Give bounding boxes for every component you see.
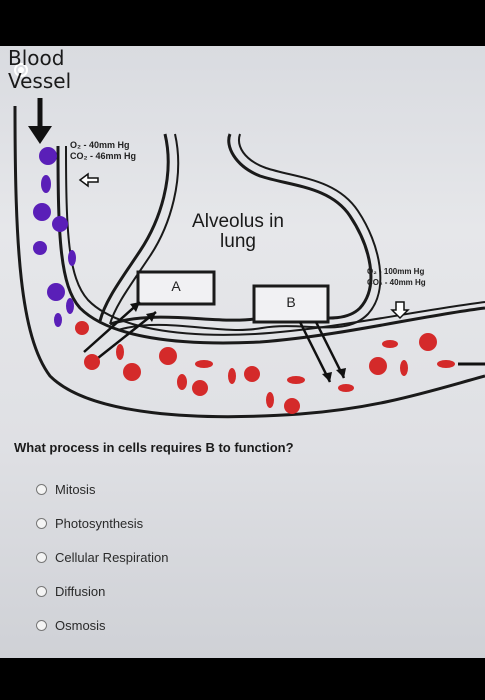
box-b-label: B [286, 294, 296, 310]
blood-cell [382, 340, 398, 348]
radio-button[interactable] [36, 517, 47, 529]
option-mitosis[interactable]: Mitosis [36, 472, 168, 506]
blood-cell [437, 360, 455, 368]
camera-icon [14, 63, 28, 77]
vessel-lower-wall [13, 105, 485, 419]
co2-rich-cells [33, 147, 76, 327]
arrow-to-a-1-head [130, 302, 140, 312]
blood-cell [287, 376, 305, 384]
gas-right-o2: O₂ - 100mm Hg [367, 267, 425, 276]
gas-readout-right: O₂ - 100mm Hg CO₂ - 40mm Hg [367, 266, 426, 288]
box-a [136, 270, 216, 306]
blood-cell [338, 384, 354, 392]
alveolus-sac-inner [117, 133, 382, 331]
co2-exit-arrow-icon [78, 172, 99, 188]
alveolus-left-wall-outer [98, 133, 170, 322]
blood-cell [84, 354, 100, 370]
alveolus-left-wall-inner [109, 133, 180, 325]
alveolus-label-line2: lung [220, 231, 256, 252]
blood-cell [75, 321, 89, 335]
blood-cell [266, 392, 274, 408]
radio-button[interactable] [36, 551, 47, 563]
radio-button[interactable] [36, 585, 47, 597]
blood-cell [116, 344, 124, 360]
blood-cell [39, 147, 57, 165]
gas-left-o2: O₂ - 40mm Hg [70, 140, 130, 150]
arrow-from-b-1-head [322, 372, 332, 382]
arrow-to-a-1 [83, 301, 141, 353]
gas-right-co2: CO₂ - 40mm Hg [367, 278, 426, 287]
blood-cell [33, 203, 51, 221]
option-label: Osmosis [55, 617, 106, 633]
blood-cell [54, 313, 62, 327]
blood-cell [47, 283, 65, 301]
arrow-from-b-1 [298, 321, 332, 383]
blood-cell [41, 175, 51, 193]
option-photosynthesis[interactable]: Photosynthesis [36, 506, 168, 540]
blood-cell [52, 216, 68, 232]
vessel-title-line2: Vessel [8, 69, 72, 93]
option-cellular-respiration[interactable]: Cellular Respiration [36, 540, 168, 574]
box-a-label: A [171, 278, 181, 294]
vessel-title-line1: Blood [8, 46, 65, 70]
option-label: Diffusion [55, 583, 106, 599]
arrow-to-a-2 [97, 311, 157, 359]
screen-content: Blood Vessel O₂ - 40mm Hg CO₂ - 46mm Hg … [0, 46, 485, 658]
blood-cell [244, 366, 260, 382]
blood-cell [228, 368, 236, 384]
arrow-from-b-2-head [336, 368, 346, 378]
gas-left-co2: CO₂ - 46mm Hg [70, 151, 137, 161]
alveolus-label-line1: Alveolus in [192, 211, 284, 232]
radio-button[interactable] [36, 619, 47, 631]
blood-cell [195, 360, 213, 368]
blood-cell [369, 357, 387, 375]
diagram-drawing [13, 98, 485, 419]
arrow-to-a-2-head [146, 312, 156, 322]
alveolus-diagram: Blood Vessel O₂ - 40mm Hg CO₂ - 46mm Hg … [0, 46, 485, 446]
alveolus-sac-outer [109, 133, 373, 326]
o2-rich-cells [75, 321, 455, 414]
answer-options: Mitosis Photosynthesis Cellular Respirat… [36, 472, 168, 642]
blood-cell [33, 241, 47, 255]
blood-cell [284, 398, 300, 414]
blood-cell [177, 374, 187, 390]
option-diffusion[interactable]: Diffusion [36, 574, 168, 608]
blood-cell [419, 333, 437, 351]
box-b [252, 284, 330, 324]
radio-button[interactable] [36, 483, 47, 495]
question-text: What process in cells requires B to func… [14, 440, 294, 455]
blood-cell [400, 360, 408, 376]
option-label: Cellular Respiration [55, 549, 169, 565]
bottom-bezel [0, 658, 485, 700]
option-osmosis[interactable]: Osmosis [36, 608, 168, 642]
option-label: Photosynthesis [55, 515, 144, 531]
o2-entry-arrow-icon [390, 301, 410, 320]
blood-cell [66, 298, 74, 314]
blood-cell [123, 363, 141, 381]
blood-cell [159, 347, 177, 365]
alveolus-label: Alveolus in lung [178, 212, 298, 252]
vessel-upper-wall [56, 145, 485, 345]
option-label: Mitosis [55, 481, 96, 497]
arrow-from-b-2 [314, 321, 346, 379]
blood-cell [68, 250, 76, 266]
blood-cell [192, 380, 208, 396]
gas-readout-left: O₂ - 40mm Hg CO₂ - 46mm Hg [70, 140, 136, 162]
flow-arrow-icon [28, 126, 52, 144]
